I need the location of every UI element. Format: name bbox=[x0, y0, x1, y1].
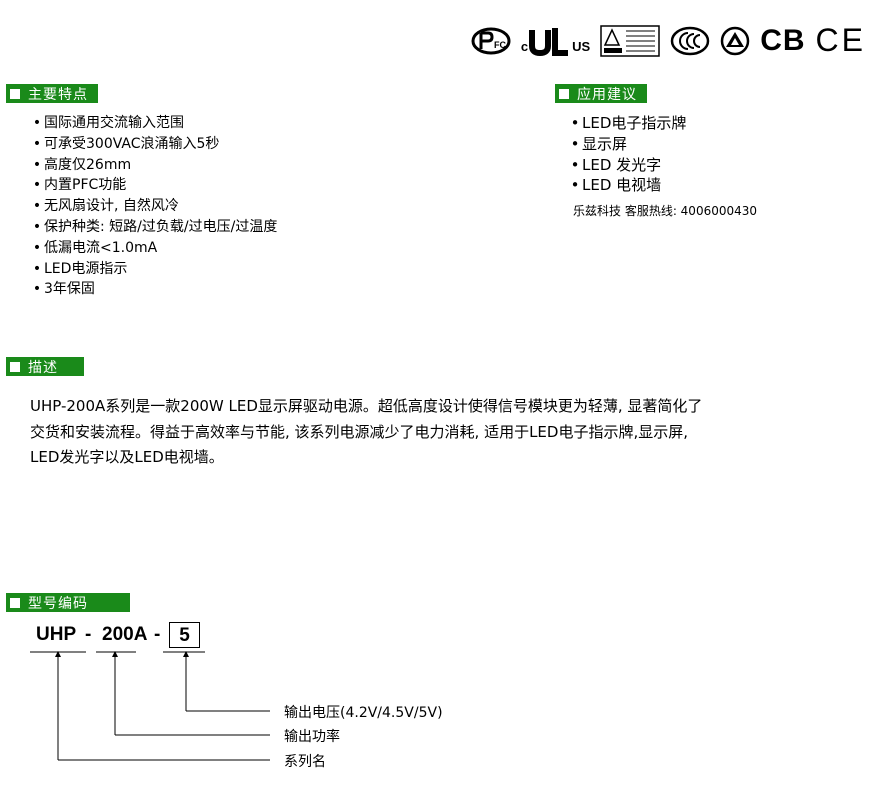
description-body: UHP-200A系列是一款200W LED显示屏驱动电源。超低高度设计使得信号模… bbox=[30, 394, 830, 471]
features-list: 国际通用交流输入范围 可承受300VAC浪涌输入5秒 高度仅26mm 内置PFC… bbox=[30, 113, 277, 300]
list-item: 高度仅26mm bbox=[30, 155, 277, 176]
legend-output-power: 输出功率 bbox=[284, 729, 340, 745]
legend-output-voltage: 输出电压(4.2V/4.5V/5V) bbox=[284, 705, 443, 721]
model-series-code: UHP bbox=[36, 624, 77, 645]
model-power-code: 200A bbox=[102, 624, 148, 645]
square-bullet-icon bbox=[559, 88, 569, 99]
ce-mark-icon: CE bbox=[816, 22, 866, 59]
safety-mark-icon bbox=[720, 26, 750, 56]
list-item: 无风扇设计, 自然风冷 bbox=[30, 196, 277, 217]
model-code-header: 型号编码 bbox=[6, 593, 130, 612]
energy-label-icon bbox=[600, 24, 660, 57]
features-header: 主要特点 bbox=[6, 84, 98, 103]
pfc-mark-icon: FC bbox=[471, 27, 511, 55]
model-dash: - bbox=[154, 624, 161, 645]
description-line: UHP-200A系列是一款200W LED显示屏驱动电源。超低高度设计使得信号模… bbox=[30, 397, 703, 415]
features-title: 主要特点 bbox=[28, 86, 88, 103]
cul-us-mark-icon: c US bbox=[521, 26, 590, 56]
description-title: 描述 bbox=[28, 359, 58, 376]
square-bullet-icon bbox=[10, 88, 20, 99]
list-item: 3年保固 bbox=[30, 279, 277, 300]
description-line: LED发光字以及LED电视墙。 bbox=[30, 448, 224, 466]
list-item: 国际通用交流输入范围 bbox=[30, 113, 277, 134]
square-bullet-icon bbox=[10, 597, 20, 608]
list-item: LED 电视墙 bbox=[568, 175, 686, 196]
applications-header: 应用建议 bbox=[555, 84, 647, 103]
list-item: 内置PFC功能 bbox=[30, 175, 277, 196]
list-item: 低漏电流<1.0mA bbox=[30, 238, 277, 259]
description-line: 交货和安装流程。得益于高效率与节能, 该系列电源减少了电力消耗, 适用于LED电… bbox=[30, 422, 688, 441]
ce-mark-text: CE bbox=[815, 22, 866, 58]
list-item: LED 发光字 bbox=[568, 155, 686, 176]
cb-mark-icon: CB bbox=[760, 24, 805, 58]
list-item: 显示屏 bbox=[568, 134, 686, 155]
applications-list: LED电子指示牌 显示屏 LED 发光字 LED 电视墙 bbox=[568, 113, 686, 196]
legend-series-name: 系列名 bbox=[284, 754, 326, 770]
description-header: 描述 bbox=[6, 357, 84, 376]
ccc-mark-icon bbox=[670, 26, 710, 56]
list-item: LED电子指示牌 bbox=[568, 113, 686, 134]
list-item: 保护种类: 短路/过负载/过电压/过温度 bbox=[30, 217, 277, 238]
model-code-title: 型号编码 bbox=[28, 595, 88, 612]
applications-title: 应用建议 bbox=[577, 86, 637, 103]
cul-c-text: c bbox=[520, 38, 529, 54]
customer-hotline: 乐兹科技 客服热线: 4006000430 bbox=[573, 204, 758, 218]
list-item: LED电源指示 bbox=[30, 259, 277, 280]
model-dash: - bbox=[85, 624, 92, 645]
cb-mark-text: CB bbox=[760, 23, 806, 57]
pfc-mark-text: FC bbox=[494, 40, 506, 50]
cul-us-text: US bbox=[572, 38, 591, 54]
model-voltage-code: 5 bbox=[169, 622, 200, 648]
list-item: 可承受300VAC浪涌输入5秒 bbox=[30, 134, 277, 155]
certification-marks: FC c US bbox=[471, 22, 866, 59]
square-bullet-icon bbox=[10, 361, 20, 372]
